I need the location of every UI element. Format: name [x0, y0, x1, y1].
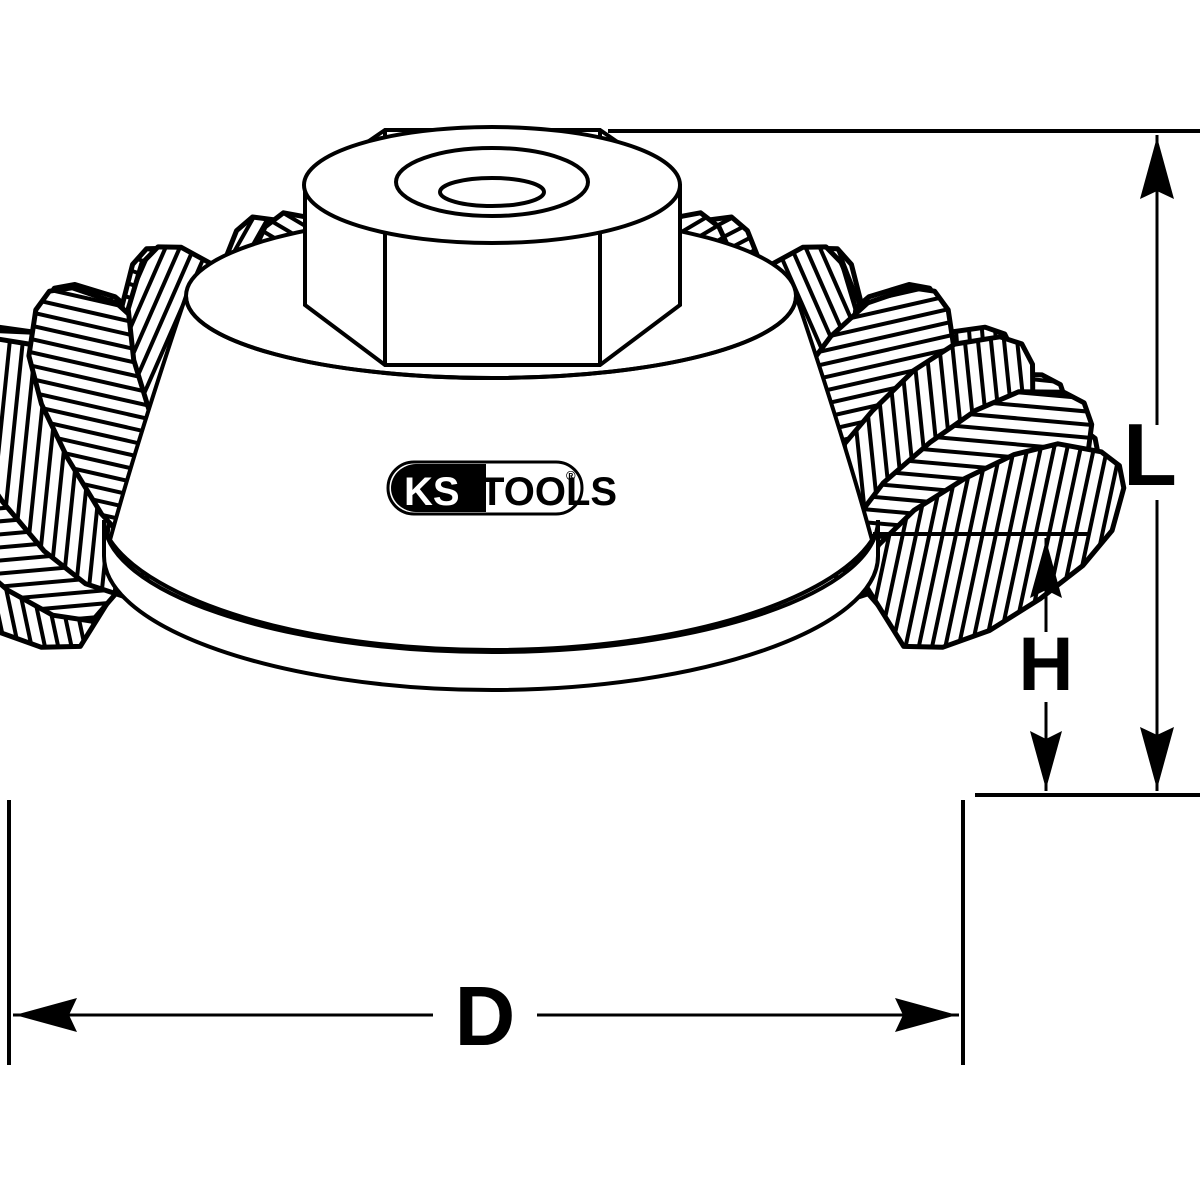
dimension-H-arrowhead-top	[1030, 540, 1062, 598]
dimension-H: H	[1019, 538, 1074, 791]
dimension-label-L: L	[1123, 405, 1177, 504]
brand-tools-text: TOOLS	[480, 470, 617, 514]
brand-ks-text: KS	[404, 470, 460, 514]
dimension-annotations: L H D	[7, 129, 1200, 1065]
dimension-label-D: D	[455, 969, 516, 1063]
brand-registered-icon: ®	[566, 468, 576, 483]
dimension-H-arrowhead-bottom	[1030, 731, 1062, 789]
cup-dome-seam	[184, 295, 798, 381]
cup-lower-rim	[102, 519, 880, 693]
dimension-L: L	[1123, 135, 1177, 791]
dimension-D: D	[13, 969, 959, 1063]
dimension-D-arrowhead-right	[895, 998, 957, 1032]
hex-nut	[302, 125, 682, 367]
dimension-L-arrowhead-bottom	[1140, 727, 1174, 789]
dimension-L-arrowhead-top	[1140, 137, 1174, 199]
dimension-D-arrowhead-left	[15, 998, 77, 1032]
brand-badge-black-half	[392, 464, 486, 512]
hex-nut-bore-inner	[438, 176, 546, 208]
dimension-label-H: H	[1019, 622, 1074, 707]
brand-label: KS TOOLS ®	[386, 460, 617, 516]
